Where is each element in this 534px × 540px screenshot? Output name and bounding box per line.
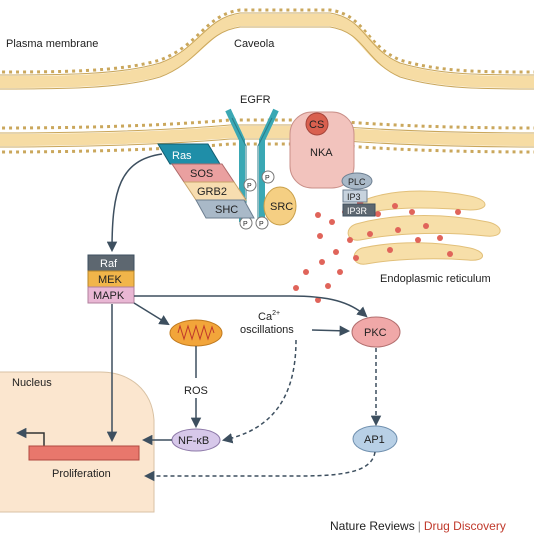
egfr-label: EGFR — [240, 94, 271, 106]
proliferation-gene — [28, 445, 140, 461]
pkc-node: PKC — [351, 316, 401, 348]
mitochondrion-icon — [169, 319, 223, 347]
ap1-node: AP1 — [352, 425, 398, 453]
credit-divider: | — [417, 519, 421, 533]
raf-node: Raf — [87, 254, 135, 272]
nfkb-label: NF-κB — [178, 435, 209, 447]
mek-label: MEK — [98, 274, 123, 286]
ip3-label: IP3 — [347, 192, 361, 202]
ras-node: Ras — [157, 143, 221, 165]
ip3r-label: IP3R — [347, 206, 368, 216]
caveola-label: Caveola — [234, 38, 275, 50]
plasma-membrane-label: Plasma membrane — [6, 38, 98, 50]
src-label: SRC — [270, 201, 293, 213]
cs-label: CS — [309, 119, 324, 131]
phosphate-group: P P P P — [239, 170, 275, 230]
phosphate-label: P — [247, 183, 252, 190]
shc-label: SHC — [215, 204, 238, 216]
nucleus — [0, 371, 155, 513]
plc-node: PLC — [341, 172, 373, 190]
plasma-membrane — [0, 8, 534, 154]
mek-node: MEK — [87, 270, 135, 288]
phosphate-label: P — [243, 221, 248, 228]
sos-node: SOS — [171, 163, 235, 183]
nka-pump: NKA — [289, 111, 355, 189]
signal-arrows — [106, 153, 368, 446]
pkc-label: PKC — [364, 327, 387, 339]
journal-section: Drug Discovery — [423, 519, 506, 533]
mapk-node: MAPK — [87, 286, 135, 304]
ip3-node: IP3 — [342, 189, 368, 203]
er-label: Endoplasmic reticulum — [380, 273, 491, 285]
proliferation-label: Proliferation — [52, 468, 111, 480]
cs-ligand: CS — [305, 112, 329, 136]
src-node: SRC — [263, 186, 297, 226]
phosphate-label: P — [259, 221, 264, 228]
nfkb-node: NF-κB — [171, 428, 221, 452]
journal-name: Nature Reviews — [330, 519, 415, 533]
mapk-label: MAPK — [93, 290, 125, 302]
ip3r-node: IP3R — [342, 203, 376, 217]
phosphate-label: P — [265, 175, 270, 182]
raf-label: Raf — [100, 258, 118, 270]
plc-label: PLC — [348, 177, 366, 187]
sos-label: SOS — [190, 168, 213, 180]
dashed-arrows — [143, 339, 382, 482]
grb2-node: GRB2 — [183, 181, 247, 201]
nka-label: NKA — [310, 147, 333, 159]
grb2-label: GRB2 — [197, 186, 227, 198]
figure-credit: Nature Reviews|Drug Discovery — [330, 519, 506, 533]
ca-label: Ca2+ — [258, 310, 280, 323]
gene-arrow-icon — [15, 427, 45, 446]
oscillations-label: oscillations — [240, 324, 294, 336]
nucleus-label: Nucleus — [12, 377, 52, 389]
ap1-label: AP1 — [364, 434, 385, 446]
shc-node: SHC — [195, 199, 255, 219]
ras-label: Ras — [172, 150, 192, 162]
ros-label: ROS — [184, 385, 208, 397]
